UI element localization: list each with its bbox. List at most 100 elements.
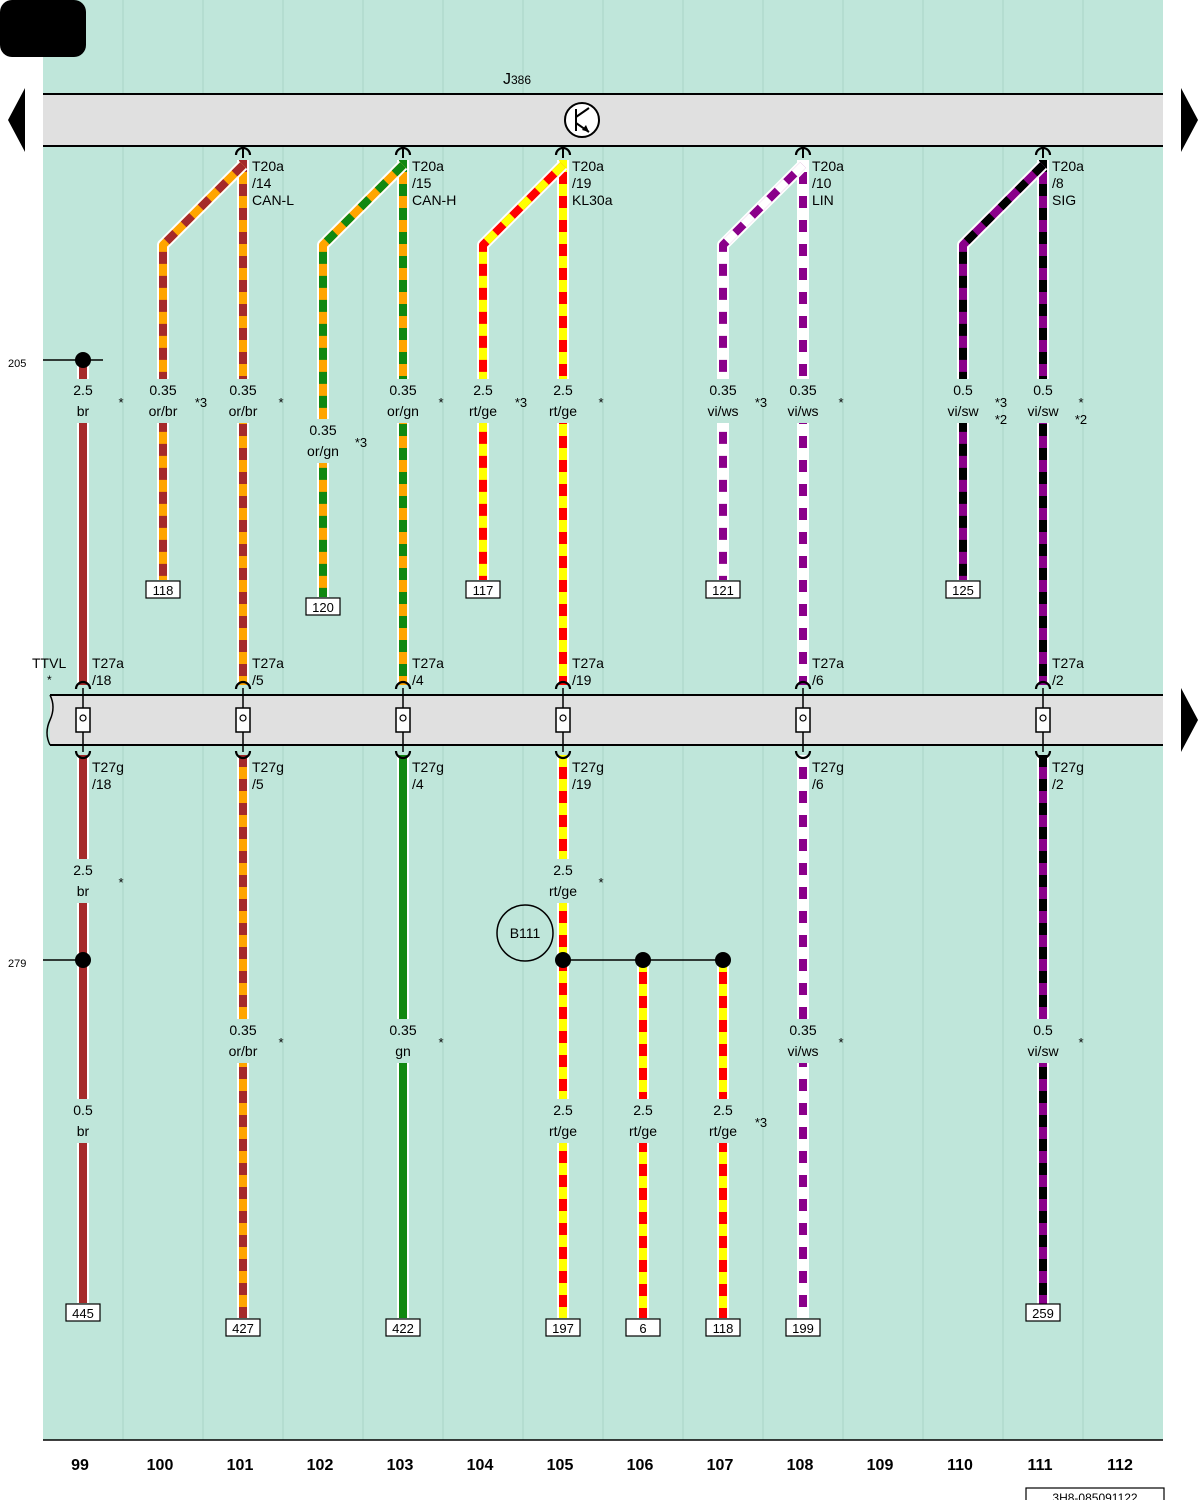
column-number: 107: [707, 1457, 734, 1474]
wire-note: *: [278, 395, 283, 410]
connector-fuses: [75, 688, 1051, 752]
reference-number[interactable]: 118: [153, 583, 174, 598]
wire-label-bg: [57, 1099, 109, 1143]
arrow-left-icon[interactable]: [8, 88, 25, 152]
wire-color: rt/ge: [469, 403, 497, 419]
pin-label: T27g: [412, 759, 444, 775]
reference-number[interactable]: 120: [312, 600, 334, 615]
reference-box[interactable]: [705, 580, 741, 599]
pin-label: LIN: [812, 192, 834, 208]
wire-note: *: [1078, 1035, 1083, 1050]
wire-note: *3: [755, 395, 767, 410]
b111-node-105: [555, 952, 571, 968]
reference-box[interactable]: [385, 1318, 421, 1337]
wire-color: or/gn: [387, 403, 419, 419]
wire-color: vi/sw: [1027, 1043, 1059, 1059]
reference-box[interactable]: [225, 1318, 261, 1337]
wire-note: *3: [195, 395, 207, 410]
control-unit-bar: [43, 94, 1163, 146]
reference-number[interactable]: 427: [232, 1321, 254, 1336]
wire-label-bg: [937, 379, 989, 423]
pin-label: /4: [412, 776, 424, 792]
doc-id: 3H8-085091122: [1052, 1491, 1138, 1500]
splice-bottom: [75, 952, 91, 968]
pin-label: /2: [1052, 672, 1064, 688]
transistor-symbol: [564, 102, 600, 138]
reference-box[interactable]: [625, 1318, 661, 1337]
reference-number[interactable]: 121: [712, 583, 734, 598]
wire-size: 0.35: [309, 422, 336, 438]
wire-label-bg: [617, 1099, 669, 1143]
b111-connector: B111: [496, 904, 731, 968]
fuse-dot: [399, 714, 407, 722]
reference-number[interactable]: 118: [713, 1321, 734, 1336]
reference-number[interactable]: 445: [72, 1306, 94, 1321]
connector-bar-break: [46, 694, 54, 746]
wire-size: 2.5: [553, 382, 573, 398]
wire-label-bg: [537, 859, 589, 903]
pin-label: T27g: [1052, 759, 1084, 775]
wire-label-bg: [777, 1019, 829, 1063]
column-number: 101: [227, 1457, 254, 1474]
fuse-dot: [799, 714, 807, 722]
arrow-right-top-icon[interactable]: [1181, 88, 1198, 152]
reference-box[interactable]: [465, 580, 501, 599]
reference-number[interactable]: 422: [392, 1321, 414, 1336]
pin-hook: [1034, 680, 1052, 690]
pin-label: T27a: [812, 655, 844, 671]
column-number: 106: [627, 1457, 654, 1474]
reference-box[interactable]: [945, 580, 981, 599]
reference-box[interactable]: [705, 1318, 741, 1337]
wire-color: gn: [395, 1043, 411, 1059]
pin-hook: [794, 750, 812, 760]
wire-color: rt/ge: [709, 1123, 737, 1139]
wire-size: 2.5: [713, 1102, 733, 1118]
wire-note: *3: [355, 435, 367, 450]
pin-hook: [74, 680, 92, 690]
side-number-top: 205: [8, 358, 26, 370]
reference-number[interactable]: 259: [1032, 1306, 1054, 1321]
fuse-dot: [79, 714, 87, 722]
pin-label: /19: [572, 175, 592, 191]
reference-box[interactable]: [65, 1303, 101, 1322]
wire-stripe: [479, 162, 566, 580]
pin-hooks: [74, 146, 1052, 760]
wire-size: 0.35: [789, 382, 816, 398]
pin-label: /19: [572, 672, 592, 688]
wire-color: or/br: [229, 1043, 258, 1059]
wire-color: br: [77, 1123, 90, 1139]
reference-number[interactable]: 199: [792, 1321, 814, 1336]
wire-note: *: [1078, 395, 1083, 410]
pin-label: /15: [412, 175, 432, 191]
reference-number[interactable]: 117: [473, 583, 494, 598]
reference-box[interactable]: [1025, 1303, 1061, 1322]
pin-label: /18: [92, 672, 112, 688]
wire-size: 0.5: [953, 382, 973, 398]
column-number: 99: [71, 1457, 89, 1474]
reference-number[interactable]: 197: [552, 1321, 574, 1336]
wire-label-bg: [1017, 379, 1069, 423]
arrow-right-middle-icon[interactable]: [1181, 688, 1198, 752]
reference-box[interactable]: [145, 580, 181, 599]
wire-label-bg: [217, 379, 269, 423]
reference-number[interactable]: 6: [639, 1321, 646, 1336]
wire-color: br: [77, 883, 90, 899]
reference-box[interactable]: [545, 1318, 581, 1337]
fuse-icon: [555, 707, 571, 733]
wire-label-bg: [537, 1099, 589, 1143]
side-number-bottom: 279: [8, 958, 26, 970]
reference-box[interactable]: [785, 1318, 821, 1337]
pin-label: T27a: [92, 655, 124, 671]
column-number: 108: [787, 1457, 814, 1474]
pin-label: /14: [252, 175, 272, 191]
reference-number[interactable]: 125: [952, 583, 974, 598]
wire-color: rt/ge: [549, 1123, 577, 1139]
reference-box[interactable]: [305, 597, 341, 616]
wire-label-bg: [697, 379, 749, 423]
pin-label: T27a: [572, 655, 604, 671]
splice-top: [75, 352, 91, 368]
wire-size: 0.35: [389, 1022, 416, 1038]
wire-stripe: [159, 162, 246, 580]
wire-color: rt/ge: [549, 883, 577, 899]
